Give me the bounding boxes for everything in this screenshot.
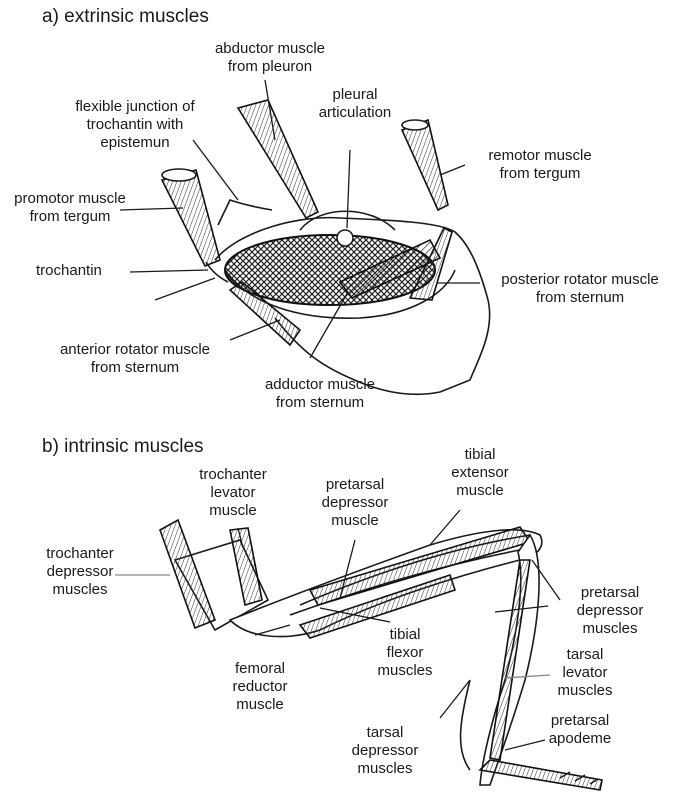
label-pleural-articulation: pleural articulation [318, 86, 392, 121]
label-abductor-pleuron: abductor muscle from pleuron [214, 40, 326, 75]
label-pretarsal-apodeme: pretarsal apodeme [548, 712, 612, 747]
label-trochantin: trochantin [36, 262, 102, 279]
label-tarsal-depressor: tarsal depressor muscles [351, 724, 419, 777]
panel-a-drawing [160, 99, 491, 396]
label-trochanter-levator: trochanter levator muscle [199, 466, 267, 519]
label-remotor-tergum: remotor muscle from tergum [488, 147, 592, 182]
anterior-rotator-muscle [228, 281, 302, 347]
label-adductor-sternum: adductor muscle from sternum [264, 376, 376, 411]
label-pretarsal-depressor-muscles: pretarsal depressor muscles [576, 584, 644, 637]
label-tibial-flexor: tibial flexor muscles [377, 626, 433, 679]
abductor-pleuron-muscle [236, 99, 320, 220]
tibia-inner-muscle [489, 559, 531, 761]
label-tibial-extensor: tibial extensor muscle [451, 446, 509, 499]
label-anterior-rotator: anterior rotator muscle from sternum [59, 341, 211, 376]
panel-a-title: a) extrinsic muscles [42, 6, 209, 27]
trochanter-levator-muscle [229, 527, 263, 607]
trochanter-depressor-muscle [159, 518, 217, 630]
panel-b-leaders [115, 509, 561, 751]
panel-b-title: b) intrinsic muscles [42, 436, 204, 457]
panel-a-leaders [119, 79, 480, 359]
label-pretarsal-depressor-muscle: pretarsal depressor muscle [321, 476, 389, 529]
posterior-rotator-muscle [408, 226, 453, 301]
label-trochanter-depressor: trochanter depressor muscles [46, 545, 114, 598]
promotor-tergum-muscle [160, 169, 221, 268]
remotor-tergum-muscle [400, 118, 449, 212]
label-promotor-tergum: promotor muscle from tergum [14, 190, 126, 225]
pleural-articulation-knob [336, 229, 354, 247]
label-posterior-rotator: posterior rotator muscle from sternum [501, 271, 659, 306]
label-flexible-junction: flexible junction of trochantin with epi… [75, 98, 195, 151]
tibial-flexor-muscle [298, 573, 457, 639]
label-femoral-reductor: femoral reductor muscle [232, 660, 288, 713]
tarsus [478, 759, 603, 791]
panel-b-drawing [159, 518, 603, 791]
label-tarsal-levator: tarsal levator muscles [557, 646, 613, 699]
coxa-outline [214, 216, 491, 396]
